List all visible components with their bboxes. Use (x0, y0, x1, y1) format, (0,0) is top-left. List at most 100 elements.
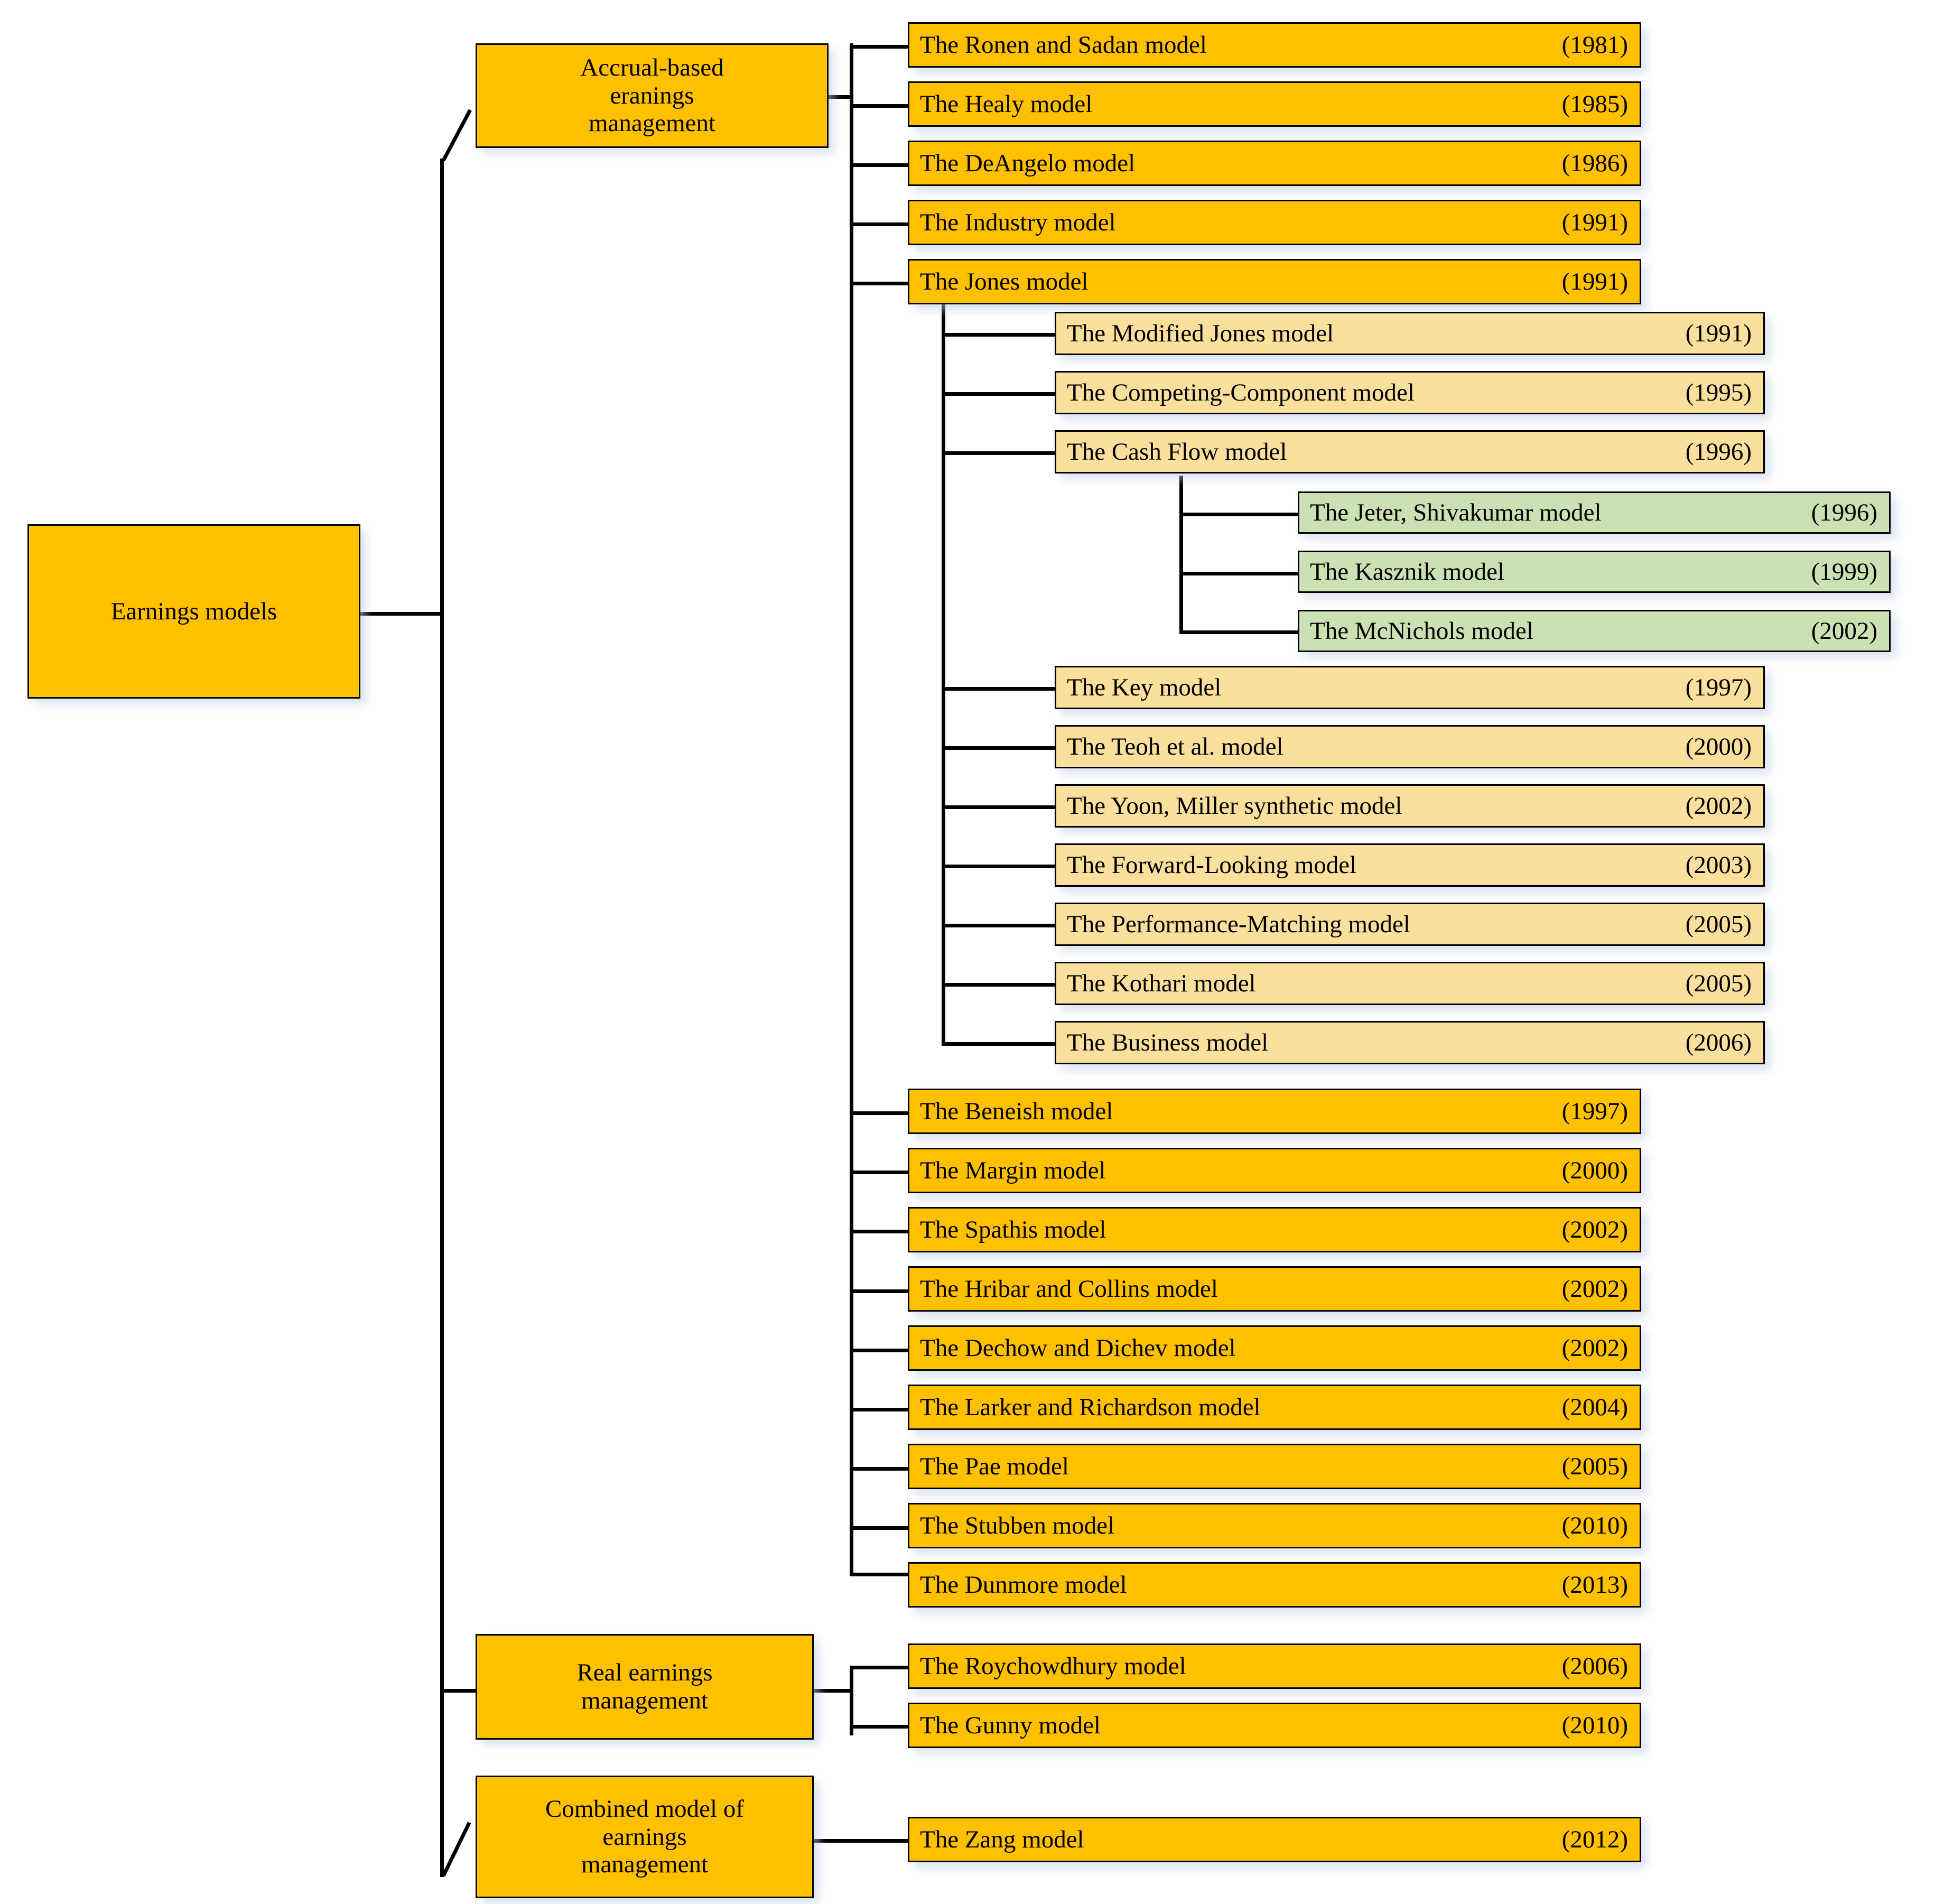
node-model-dunmore[interactable]: The Dunmore model (2013) (908, 1562, 1641, 1608)
connector-accrual-leaf (850, 1171, 911, 1174)
node-label: Accrual-based eranings management (580, 54, 724, 137)
model-year: (2012) (1561, 1826, 1628, 1853)
model-year: (2013) (1561, 1571, 1628, 1599)
node-model-teoh[interactable]: The Teoh et al. model (2000) (1055, 725, 1765, 768)
node-model-performance-matching[interactable]: The Performance-Matching model (2005) (1055, 903, 1765, 946)
model-name: The Spathis model (920, 1215, 1106, 1243)
connector-accrual-leaf (850, 1289, 911, 1293)
model-name: The Zang model (920, 1825, 1084, 1853)
node-model-beneish[interactable]: The Beneish model (1997) (908, 1089, 1641, 1134)
node-model-spathis[interactable]: The Spathis model (2002) (908, 1207, 1641, 1252)
connector-jones-leaf (942, 924, 1055, 927)
connector-jones-leaf (942, 805, 1055, 809)
node-model-key[interactable]: The Key model (1997) (1055, 666, 1765, 709)
node-model-forward-looking[interactable]: The Forward-Looking model (2003) (1055, 843, 1765, 887)
connector-accrual-leaf (850, 104, 911, 108)
node-model-kasznik[interactable]: The Kasznik model (1999) (1298, 551, 1891, 593)
node-model-industry[interactable]: The Industry model (1991) (908, 200, 1641, 245)
model-year: (2003) (1685, 851, 1752, 879)
model-name: The Modified Jones model (1067, 319, 1334, 347)
connector-accrual-leaf (850, 45, 911, 49)
model-year: (2002) (1561, 1216, 1628, 1243)
node-model-mcnichols[interactable]: The McNichols model (2002) (1298, 610, 1891, 652)
node-model-business[interactable]: The Business model (2006) (1055, 1021, 1765, 1064)
model-name: The Larker and Richardson model (920, 1393, 1261, 1421)
model-name: The Stubben model (920, 1511, 1115, 1539)
model-year: (2005) (1685, 911, 1752, 938)
model-year: (2005) (1561, 1453, 1628, 1480)
node-model-kothari[interactable]: The Kothari model (2005) (1055, 962, 1765, 1005)
model-year: (2006) (1685, 1029, 1752, 1056)
node-category-combined[interactable]: Combined model of earnings management (476, 1776, 814, 1898)
model-name: The Healy model (920, 90, 1093, 118)
model-name: The Teoh et al. model (1067, 732, 1283, 760)
node-model-jeter-shivakumar[interactable]: The Jeter, Shivakumar model (1996) (1298, 491, 1891, 534)
node-model-dechow-dichev[interactable]: The Dechow and Dichev model (2002) (908, 1325, 1641, 1371)
connector-accrual-leaf (850, 1230, 911, 1233)
connector-cashflow-spine (1179, 476, 1183, 634)
connector-cashflow-leaf (1179, 513, 1300, 516)
model-name: The Kasznik model (1310, 558, 1505, 586)
node-model-modified-jones[interactable]: The Modified Jones model (1991) (1055, 312, 1765, 355)
model-year: (1986) (1561, 150, 1628, 177)
node-model-hribar-collins[interactable]: The Hribar and Collins model (2002) (908, 1266, 1641, 1312)
node-model-gunny[interactable]: The Gunny model (2010) (908, 1703, 1641, 1748)
connector-to-real-earnings (440, 1689, 476, 1693)
node-model-margin[interactable]: The Margin model (2000) (908, 1148, 1641, 1193)
model-year: (1981) (1561, 31, 1628, 59)
node-model-pae[interactable]: The Pae model (2005) (908, 1444, 1641, 1489)
node-model-cash-flow[interactable]: The Cash Flow model (1996) (1055, 430, 1765, 473)
connector-jones-leaf (942, 687, 1055, 691)
connector-accrual-spine (850, 43, 853, 1573)
model-year: (1991) (1685, 320, 1752, 347)
model-name: The Key model (1067, 673, 1222, 701)
node-model-stubben[interactable]: The Stubben model (2010) (908, 1503, 1641, 1548)
node-model-competing-component[interactable]: The Competing-Component model (1995) (1055, 371, 1765, 414)
connector-combined-leaf (814, 1839, 911, 1843)
connector-real-spine (850, 1666, 853, 1735)
connector-real-stub (814, 1689, 853, 1693)
node-model-ronen-sadan[interactable]: The Ronen and Sadan model (1981) (908, 22, 1641, 68)
model-year: (2000) (1561, 1157, 1628, 1184)
model-year: (2005) (1685, 970, 1752, 997)
model-year: (2002) (1685, 792, 1752, 820)
model-year: (1996) (1685, 438, 1752, 466)
node-model-healy[interactable]: The Healy model (1985) (908, 81, 1641, 127)
model-year: (1991) (1561, 268, 1628, 295)
connector-cashflow-leaf (1179, 630, 1300, 634)
connector-root-stub (359, 612, 444, 616)
connector-jones-leaf (942, 392, 1055, 396)
node-earnings-models-root[interactable]: Earnings models (27, 524, 360, 699)
model-name: The Forward-Looking model (1067, 851, 1357, 879)
connector-main-spine (440, 159, 444, 1877)
node-category-real-earnings[interactable]: Real earnings management (476, 1634, 814, 1740)
model-name: The Performance-Matching model (1067, 910, 1410, 938)
node-model-deangelo[interactable]: The DeAngelo model (1986) (908, 141, 1641, 186)
node-model-roychowdhury[interactable]: The Roychowdhury model (2006) (908, 1643, 1641, 1689)
model-year: (1985) (1561, 90, 1628, 118)
model-year: (2004) (1561, 1394, 1628, 1421)
model-name: The Business model (1067, 1028, 1269, 1056)
model-year: (2010) (1561, 1512, 1628, 1539)
model-year: (2002) (1811, 617, 1877, 645)
model-year: (2002) (1561, 1275, 1628, 1303)
connector-diagonal-accrual (442, 109, 472, 162)
connector-accrual-leaf (850, 1573, 911, 1576)
model-name: The Jeter, Shivakumar model (1310, 498, 1602, 526)
model-year: (1999) (1811, 558, 1877, 586)
connector-cashflow-leaf (1179, 572, 1300, 575)
node-model-yoon-miller[interactable]: The Yoon, Miller synthetic model (2002) (1055, 784, 1765, 828)
model-year: (1995) (1685, 379, 1752, 406)
model-year: (2010) (1561, 1712, 1628, 1739)
node-model-zang[interactable]: The Zang model (2012) (908, 1817, 1641, 1862)
node-model-jones[interactable]: The Jones model (1991) (908, 259, 1641, 304)
model-name: The Gunny model (920, 1711, 1101, 1739)
model-name: The Beneish model (920, 1097, 1113, 1125)
node-model-larker-richardson[interactable]: The Larker and Richardson model (2004) (908, 1385, 1641, 1430)
connector-accrual-leaf (850, 1408, 911, 1411)
node-category-accrual-based[interactable]: Accrual-based eranings management (476, 43, 829, 148)
connector-real-leaf (850, 1725, 911, 1729)
model-year: (2000) (1685, 733, 1752, 760)
model-year: (2002) (1561, 1334, 1628, 1362)
connector-jones-spine (942, 296, 945, 1045)
